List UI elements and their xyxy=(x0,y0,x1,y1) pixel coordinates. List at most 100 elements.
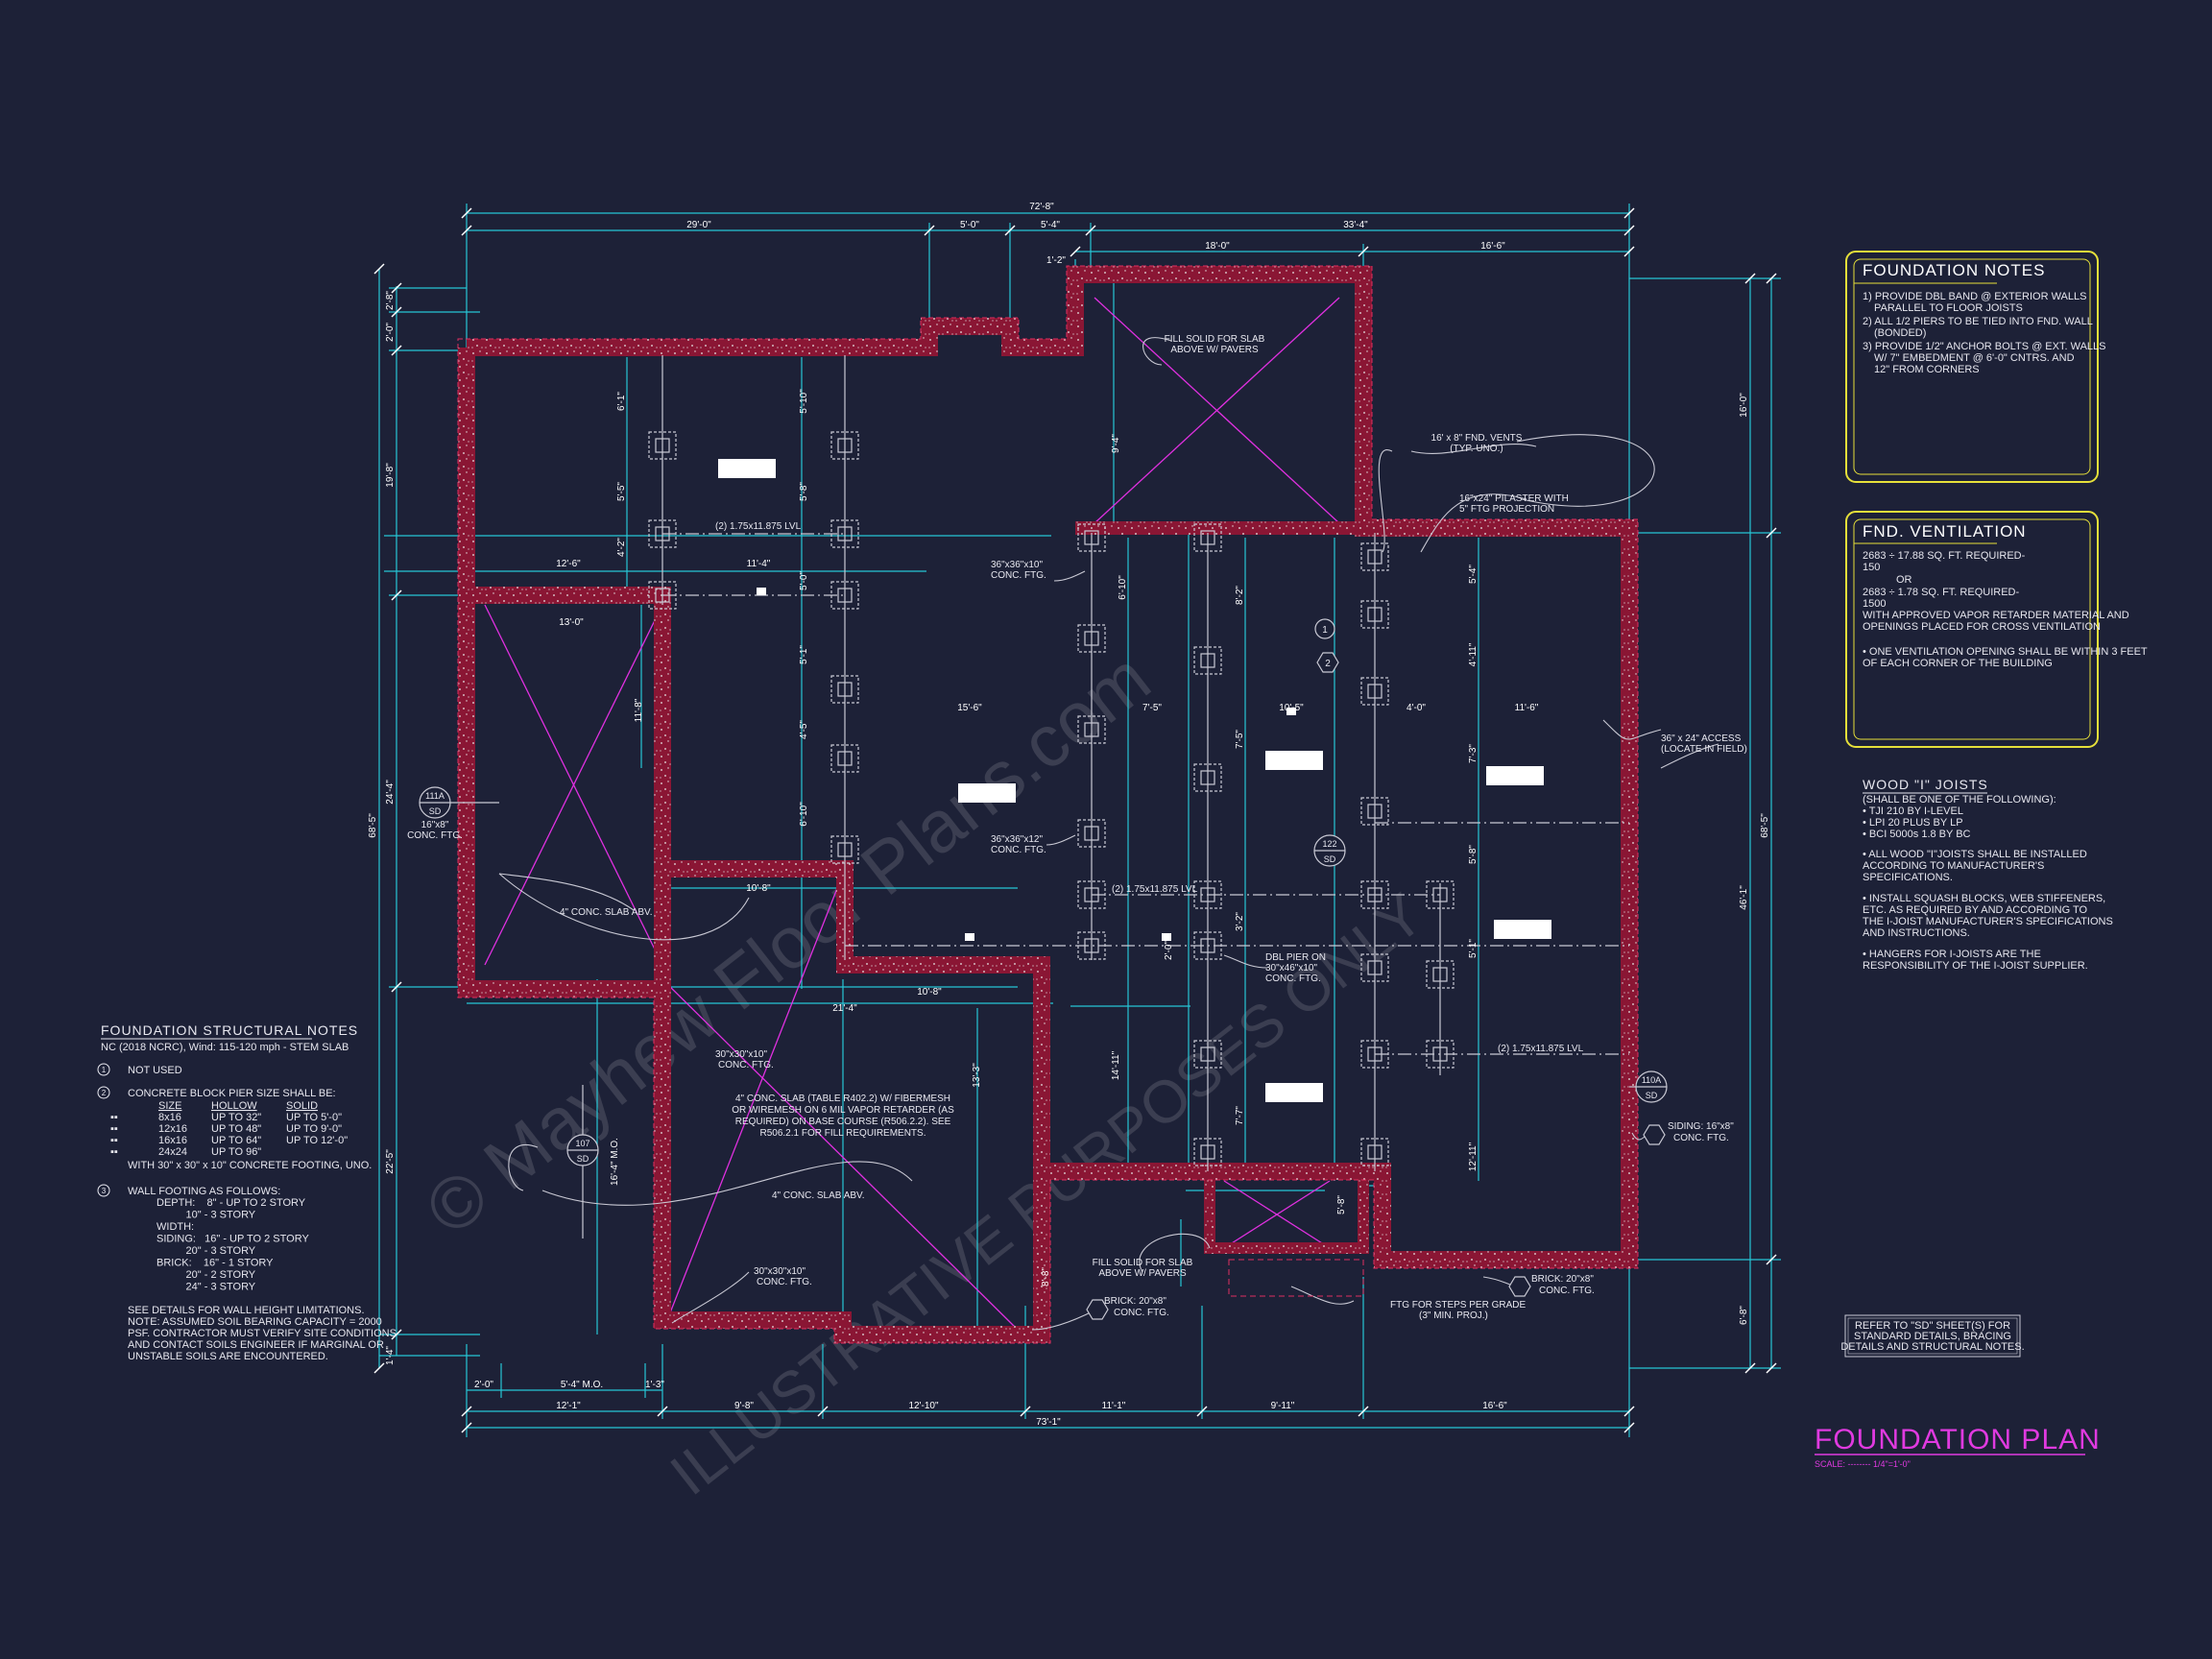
pier-block xyxy=(1200,938,1215,953)
callout-access-1: 36" x 24" ACCESS xyxy=(1661,733,1742,744)
fnd-ventilation-line: OR xyxy=(1896,574,1912,586)
int-dim: 11'-6" xyxy=(1515,703,1539,713)
dim-right-2: 46'-1" xyxy=(1739,885,1749,910)
callout-ftg36-10-2: CONC. FTG. xyxy=(991,570,1046,581)
wall-footing-line: 24" - 3 STORY xyxy=(156,1282,256,1293)
pier-block xyxy=(837,842,853,857)
int-dim: 7'-5" xyxy=(1142,703,1162,713)
int-dim: 12'-11" xyxy=(1468,1142,1479,1171)
dim-overall-bottom: 73'-1" xyxy=(1036,1417,1061,1428)
pier-row-bullet: ▪▪ xyxy=(110,1123,118,1135)
fnd-ventilation-line: OPENINGS PLACED FOR CROSS VENTILATION xyxy=(1863,621,2101,633)
pier-block xyxy=(1084,722,1099,737)
pier-block xyxy=(837,751,853,766)
callout-slab-note-3: REQUIRED) ON BASE COURSE (R506.2.2). SEE xyxy=(735,1117,951,1127)
pier-block xyxy=(1432,887,1448,902)
pier-footing xyxy=(1077,819,1106,848)
dimension-lines xyxy=(378,204,1781,1437)
fnd-ventilation-line: • ONE VENTILATION OPENING SHALL BE WITHI… xyxy=(1863,646,2148,658)
foundation-notes-line: 2) ALL 1/2 PIERS TO BE TIED INTO FND. WA… xyxy=(1863,316,2093,327)
dim-bottom-1: 12'-1" xyxy=(556,1401,581,1411)
dim-right-3: 6'-8" xyxy=(1739,1306,1749,1325)
callout-vents-1: 16' x 8" FND. VENTS xyxy=(1431,433,1523,444)
refer-note-box: REFER TO "SD" SHEET(S) FOR STANDARD DETA… xyxy=(1840,1314,2025,1358)
detail-tag-111a: 111A SD xyxy=(419,786,499,819)
structural-final: NOTE: ASSUMED SOIL BEARING CAPACITY = 20… xyxy=(128,1316,382,1328)
int-dim: 12'-6" xyxy=(556,559,581,569)
fnd-ventilation-line: 1500 xyxy=(1863,598,1886,610)
pier-footing xyxy=(1426,880,1455,909)
detail-tag-111a-num: 111A xyxy=(425,791,445,801)
int-dim: 5'-8" xyxy=(1336,1195,1347,1214)
callout-siding-2: CONC. FTG. xyxy=(1673,1133,1729,1143)
foundation-notes-line: W/ 7" EMBEDMENT @ 6'-0" CNTRS. AND xyxy=(1874,352,2075,364)
int-dim: 8'-2" xyxy=(1235,586,1245,605)
dim-bottom-9: 1'-3" xyxy=(645,1380,664,1390)
pier-footing xyxy=(1193,880,1222,909)
dim-top-small: 1'-2" xyxy=(1046,255,1066,266)
pier-block xyxy=(1084,887,1099,902)
callout-fill-solid-bottom-1: FILL SOLID FOR SLAB xyxy=(1093,1258,1193,1268)
wall-footing-line: BRICK: 16" - 1 STORY xyxy=(156,1258,274,1269)
callout-slab-note-1: 4" CONC. SLAB (TABLE R402.2) W/ FIBERMES… xyxy=(735,1094,950,1104)
wood-joists-line: SPECIFICATIONS. xyxy=(1863,872,1953,883)
dim-top-3: 5'-4" xyxy=(1041,220,1060,230)
wood-joists-line: AND INSTRUCTIONS. xyxy=(1863,927,1970,939)
pier-footing xyxy=(1360,542,1389,571)
pier-block xyxy=(1367,1046,1382,1062)
structural-note-2: CONCRETE BLOCK PIER SIZE SHALL BE: xyxy=(128,1088,336,1099)
pier-table-cell: UP TO 9'-0" xyxy=(286,1123,342,1135)
pier-footing xyxy=(830,519,859,548)
dim-top-1: 29'-0" xyxy=(686,220,711,230)
pier-table-cell: 24x24 xyxy=(158,1146,187,1158)
pier-footing xyxy=(830,744,859,773)
wood-joists-line: (SHALL BE ONE OF THE FOLLOWING): xyxy=(1863,794,2056,805)
wall-footing-line: WIDTH: xyxy=(156,1221,194,1233)
dim-left-1: 2'-8" xyxy=(385,291,396,310)
callout-brick-right-2: CONC. FTG. xyxy=(1539,1286,1595,1296)
foundation-notes-line: PARALLEL TO FLOOR JOISTS xyxy=(1874,302,2023,314)
pier-block xyxy=(1084,631,1099,646)
wall-footing-list: DEPTH: 8" - UP TO 2 STORY 10" - 3 STORYW… xyxy=(156,1197,309,1293)
pier-block xyxy=(837,588,853,603)
int-dim: 5'-0" xyxy=(799,571,809,590)
refer-note-line: DETAILS AND STRUCTURAL NOTES. xyxy=(1840,1341,2024,1353)
dim-left-2: 2'-0" xyxy=(385,323,396,342)
pier-footing xyxy=(1193,523,1222,552)
pier-row-bullet: ▪▪ xyxy=(110,1135,118,1146)
int-dim: 10'-8" xyxy=(917,987,942,998)
pier-block xyxy=(1367,549,1382,565)
detail-tag-110a-num: 110A xyxy=(1642,1075,1661,1085)
int-dim: 16'-4" M.O. xyxy=(610,1138,620,1186)
callout-ftg36-10-1: 36"x36"x10" xyxy=(991,560,1043,570)
hex-marker-brick-left xyxy=(1086,1299,1109,1320)
keynote-marker-1 xyxy=(97,1063,110,1076)
pier-table-cell: 12x16 xyxy=(158,1123,187,1135)
hex-marker-siding xyxy=(1643,1124,1666,1145)
detail-tags: 111A SD 122 SD 110A SD 107 SD 1 xyxy=(419,618,1668,1320)
callout-slab-abv-mid: 4" CONC. SLAB ABV. xyxy=(772,1190,865,1201)
pier-block xyxy=(1084,826,1099,841)
pier-footing xyxy=(1077,715,1106,744)
dim-top-2: 5'-0" xyxy=(960,220,979,230)
detail-tag-111a-sheet: SD xyxy=(429,806,442,816)
detail-tag-122-num: 122 xyxy=(1322,839,1336,849)
wall-footing-line: 20" - 2 STORY xyxy=(156,1269,256,1281)
pier-foot: WITH 30" x 30" x 10" CONCRETE FOOTING, U… xyxy=(128,1160,372,1171)
wood-joists-line: • ALL WOOD "I"JOISTS SHALL BE INSTALLED xyxy=(1863,849,2087,860)
wood-joists-line: • TJI 210 BY I-LEVEL xyxy=(1863,805,1963,817)
keynote-marker-2-num: 2 xyxy=(102,1089,107,1097)
detail-tag-122: 122 SD xyxy=(1313,834,1346,867)
pier-footing xyxy=(1077,523,1106,552)
pier-table-cell: 16x16 xyxy=(158,1135,187,1146)
int-dim: 4'-2" xyxy=(616,538,627,557)
pier-block xyxy=(837,682,853,697)
pier-footing xyxy=(1077,880,1106,909)
structural-notes-title: FOUNDATION STRUCTURAL NOTES xyxy=(101,1022,358,1038)
dimension-ticks xyxy=(373,207,1777,1433)
structural-notes: FOUNDATION STRUCTURAL NOTES NC (2018 NCR… xyxy=(97,1022,397,1362)
callout-dbl-pier-3: CONC. FTG. xyxy=(1265,974,1321,984)
pier-footing xyxy=(830,581,859,610)
dim-left-4: 24'-4" xyxy=(385,780,396,805)
wood-joists-title: WOOD "I" JOISTS xyxy=(1863,777,1988,792)
